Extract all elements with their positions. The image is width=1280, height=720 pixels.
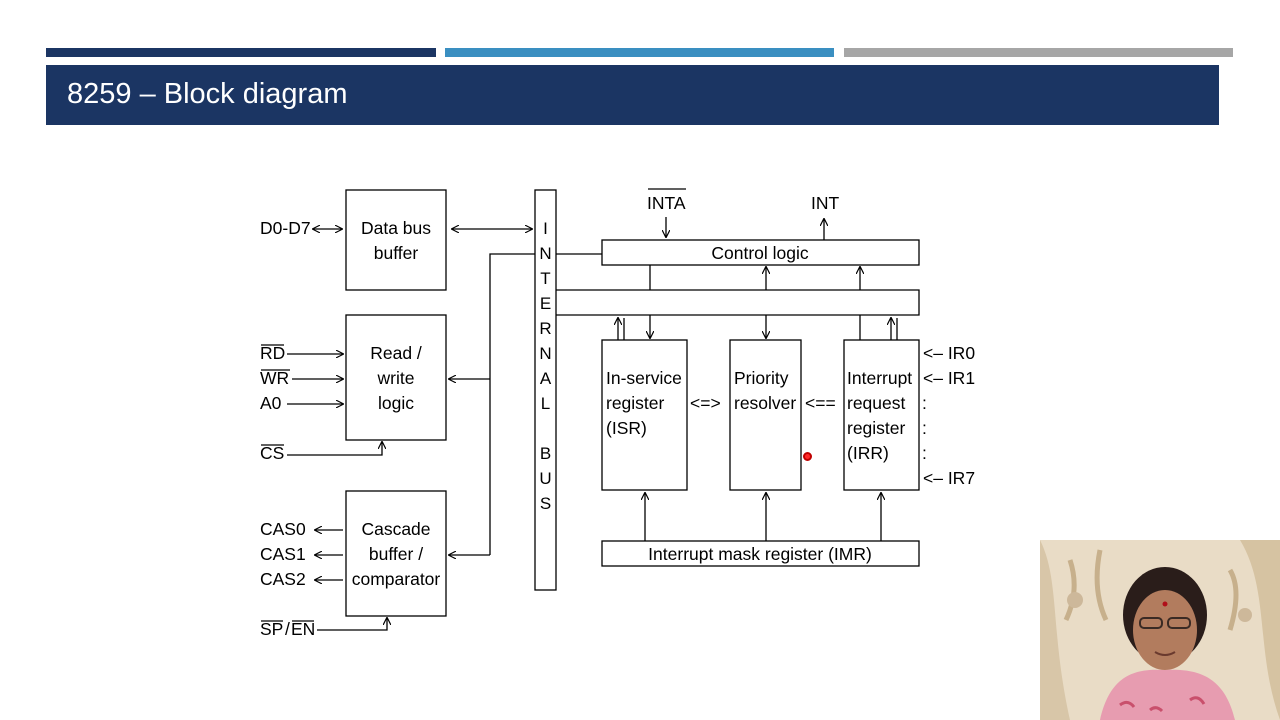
cs-arrow bbox=[287, 442, 382, 456]
header-stripe-blue bbox=[445, 48, 834, 57]
data-bus-buffer-label-1: Data bus bbox=[361, 218, 431, 238]
internal-bus-letter: S bbox=[540, 494, 551, 513]
header-stripe-navy bbox=[46, 48, 436, 57]
internal-bus-letter: N bbox=[539, 244, 551, 263]
read-write-logic-box bbox=[345, 314, 447, 441]
presenter-webcam bbox=[1040, 540, 1280, 720]
signal-cs: CS bbox=[260, 443, 284, 463]
header-stripe-gray bbox=[844, 48, 1233, 57]
internal-bus-letter: B bbox=[540, 444, 551, 463]
internal-bus-letter: U bbox=[539, 469, 551, 488]
isr-box bbox=[601, 339, 688, 491]
irr-label-2: request bbox=[847, 393, 906, 413]
read-write-label-3: logic bbox=[378, 393, 414, 413]
block-diagram: Data bus buffer Read / write logic Casca… bbox=[260, 188, 975, 639]
signal-ir0: <– IR0 bbox=[923, 343, 975, 363]
internal-bus-letter: E bbox=[540, 294, 551, 313]
irr-label-4: (IRR) bbox=[847, 443, 889, 463]
sp-en-arrow bbox=[317, 618, 387, 631]
bus-feed-line bbox=[489, 253, 535, 555]
read-write-label-2: write bbox=[377, 368, 415, 388]
signal-int: INT bbox=[811, 193, 840, 213]
isr-label-1: In-service bbox=[606, 368, 682, 388]
internal-horizontal-bus-upper bbox=[556, 289, 920, 316]
irr-label-3: register bbox=[847, 418, 906, 438]
cascade-label-3: comparator bbox=[352, 569, 441, 589]
signal-slash: / bbox=[285, 619, 290, 639]
data-bus-buffer-box bbox=[345, 189, 447, 291]
priority-label-1: Priority bbox=[734, 368, 789, 388]
irr-label-1: Interrupt bbox=[847, 368, 912, 388]
laser-pointer-dot bbox=[803, 452, 812, 461]
priority-resolver-box bbox=[729, 339, 802, 491]
signal-sp: SP bbox=[260, 619, 283, 639]
isr-label-3: (ISR) bbox=[606, 418, 647, 438]
internal-bus-letter: N bbox=[539, 344, 551, 363]
signal-en: EN bbox=[291, 619, 315, 639]
signal-inta: INTA bbox=[647, 193, 686, 213]
signal-wr: WR bbox=[260, 368, 289, 388]
irr-box bbox=[843, 339, 920, 491]
data-bus-buffer-label-2: buffer bbox=[374, 243, 419, 263]
control-logic-label: Control logic bbox=[711, 243, 809, 263]
internal-bus-letter: I bbox=[543, 219, 548, 238]
control-logic-box bbox=[601, 239, 920, 266]
internal-bus-letter: L bbox=[541, 394, 550, 413]
ir-ellipsis-2: : bbox=[922, 418, 927, 438]
signal-d0-d7: D0-D7 bbox=[260, 218, 311, 238]
cascade-label-1: Cascade bbox=[361, 519, 430, 539]
priority-irr-arrow: <== bbox=[805, 393, 836, 413]
internal-bus-letter: R bbox=[539, 319, 551, 338]
imr-label: Interrupt mask register (IMR) bbox=[648, 544, 872, 564]
signal-rd: RD bbox=[260, 343, 285, 363]
isr-priority-arrow: <=> bbox=[690, 393, 721, 413]
signal-ir7: <– IR7 bbox=[923, 468, 975, 488]
ir-ellipsis-1: : bbox=[922, 393, 927, 413]
priority-label-2: resolver bbox=[734, 393, 796, 413]
signal-cas2: CAS2 bbox=[260, 569, 306, 589]
read-write-label-1: Read / bbox=[370, 343, 422, 363]
cascade-label-2: buffer / bbox=[369, 544, 423, 564]
signal-a0: A0 bbox=[260, 393, 282, 413]
internal-bus-letter: A bbox=[540, 369, 552, 388]
signal-ir1: <– IR1 bbox=[923, 368, 975, 388]
imr-box bbox=[601, 540, 920, 567]
slide-title: 8259 – Block diagram bbox=[46, 65, 1219, 125]
internal-bus-letter: T bbox=[540, 269, 550, 288]
isr-label-2: register bbox=[606, 393, 665, 413]
signal-cas1: CAS1 bbox=[260, 544, 306, 564]
ir-ellipsis-3: : bbox=[922, 443, 927, 463]
signal-cas0: CAS0 bbox=[260, 519, 306, 539]
internal-bus-box bbox=[534, 189, 557, 591]
cascade-buffer-box bbox=[345, 490, 447, 617]
